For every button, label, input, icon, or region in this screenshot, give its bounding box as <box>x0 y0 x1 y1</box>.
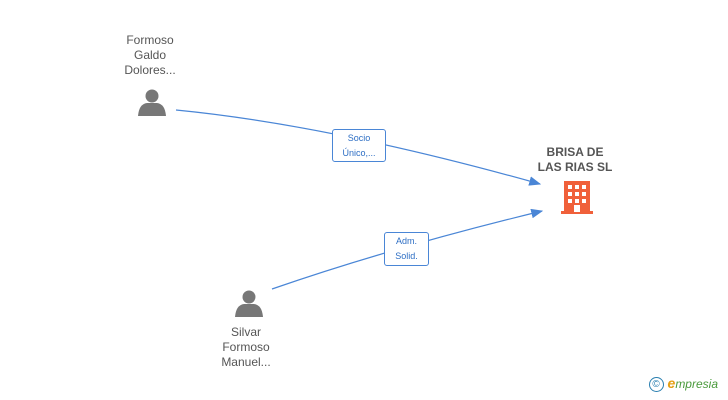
person-bottom-label-line: Formoso <box>222 340 270 354</box>
company-label-line: BRISA DE <box>546 145 604 159</box>
empresia-brand: ©empresia <box>648 374 718 392</box>
edge-bottom-badge[interactable]: Adm. Solid. <box>384 232 429 266</box>
person-top-label[interactable]: Formoso Galdo Dolores... <box>90 33 210 78</box>
company-label-line: LAS RIAS SL <box>537 160 613 174</box>
person-top-icon[interactable] <box>138 89 166 117</box>
person-top-label-line: Formoso <box>126 33 174 47</box>
company-label[interactable]: BRISA DE LAS RIAS SL <box>515 145 635 175</box>
edge-bottom-badge-line: Solid. <box>395 251 418 261</box>
building-icon[interactable] <box>561 181 593 214</box>
edge-top-badge[interactable]: Socio Único,... <box>332 129 386 162</box>
person-bottom-label-line: Manuel... <box>221 355 271 369</box>
person-top-label-line: Dolores... <box>124 63 176 77</box>
edge-top-badge-line: Único,... <box>342 148 376 158</box>
person-bottom-icon[interactable] <box>235 290 263 318</box>
brand-name: mpresia <box>675 376 718 391</box>
brand-initial: e <box>667 374 676 391</box>
person-bottom-label[interactable]: Silvar Formoso Manuel... <box>186 325 306 370</box>
person-top-label-line: Galdo <box>133 48 167 62</box>
person-bottom-label-line: Silvar <box>230 325 261 339</box>
edge-bottom-badge-line: Adm. <box>395 236 417 246</box>
copyright-icon: © <box>648 377 664 392</box>
edge-top-badge-line: Socio <box>347 133 371 143</box>
